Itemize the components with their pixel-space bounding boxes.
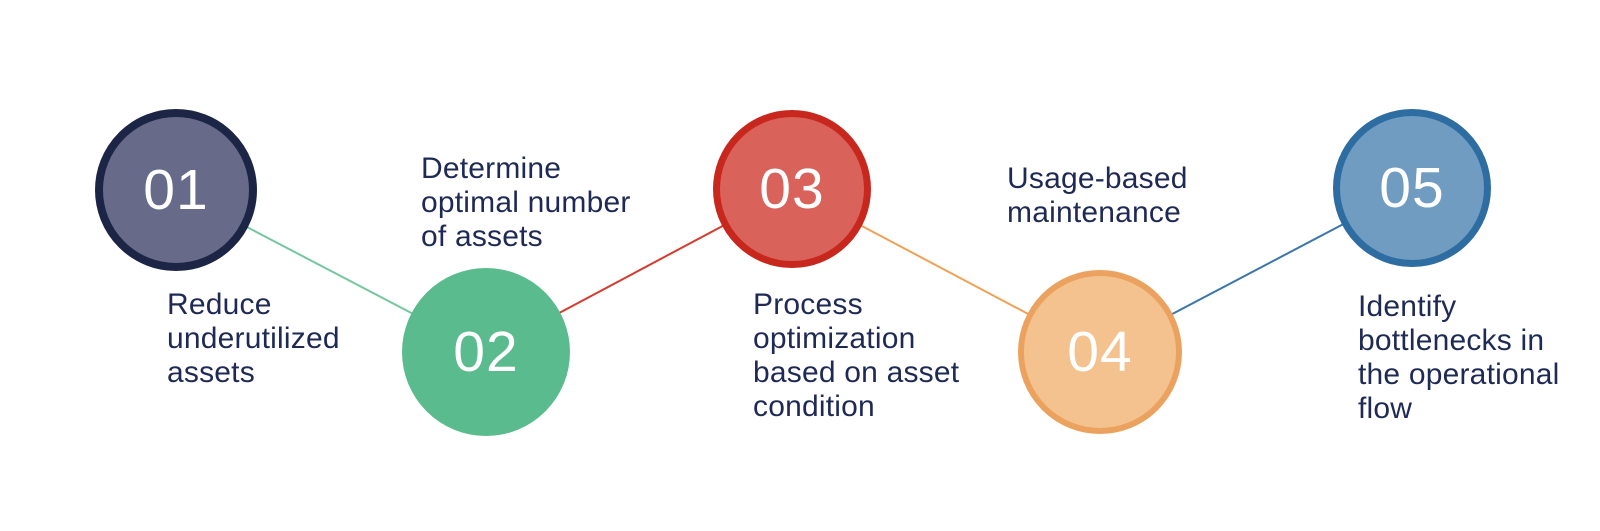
step-label-05: Identify bottlenecks in the operational … (1358, 290, 1560, 425)
step-label-04: Usage-based maintenance (1007, 162, 1188, 229)
step-circle-01: 01 (95, 109, 257, 271)
step-label-02: Determine optimal number of assets (421, 152, 631, 253)
step-number-02: 02 (453, 319, 519, 384)
step-label-03: Process optimization based on asset cond… (753, 288, 960, 423)
step-label-01: Reduce underutilized assets (167, 288, 340, 389)
step-circle-03: 03 (713, 110, 871, 268)
step-number-05: 05 (1379, 155, 1445, 220)
step-circle-05: 05 (1333, 109, 1491, 267)
step-number-03: 03 (759, 156, 825, 221)
step-circle-02: 02 (402, 268, 570, 436)
step-circle-04: 04 (1018, 270, 1182, 434)
step-number-01: 01 (143, 157, 209, 222)
step-number-04: 04 (1067, 319, 1133, 384)
